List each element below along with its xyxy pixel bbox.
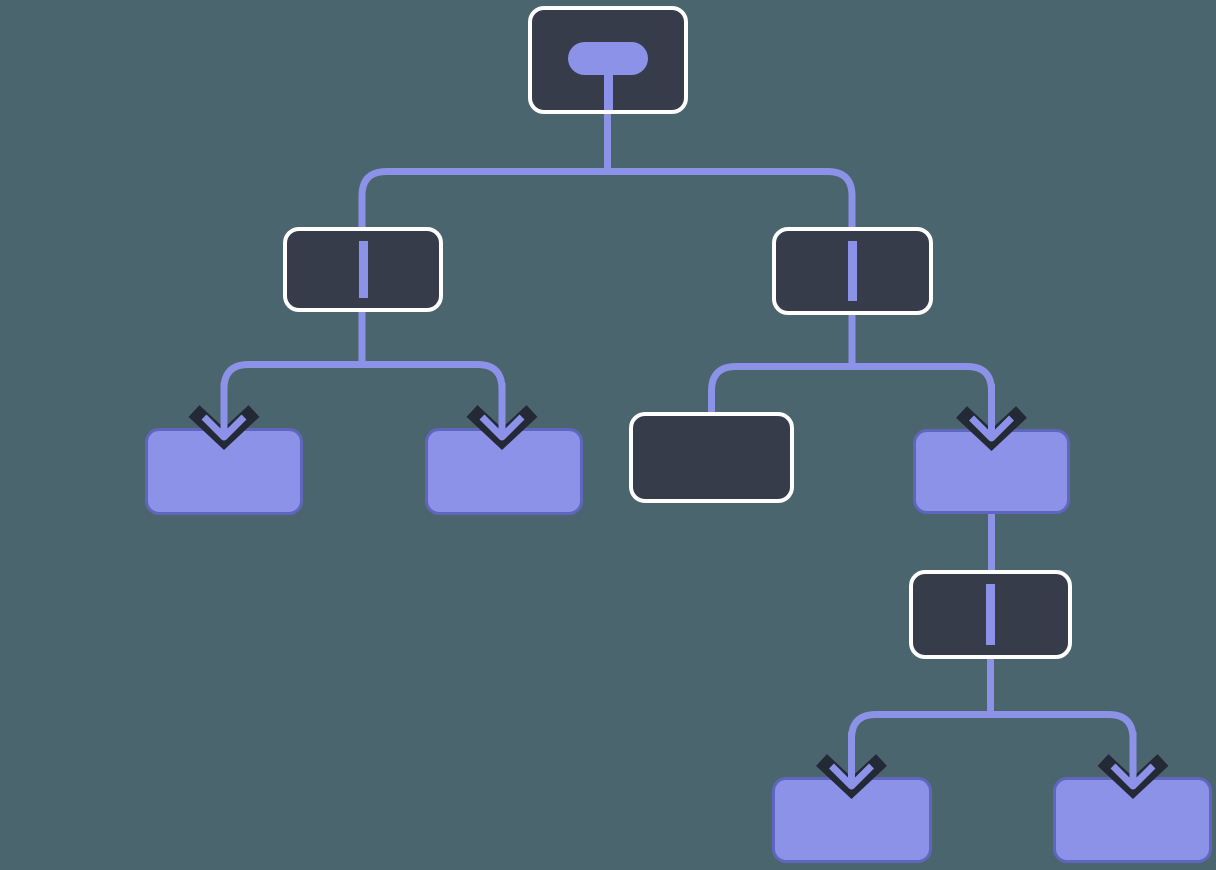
- tree-node-leaf-bottom-2: [1053, 777, 1212, 863]
- connector-root-to-branches: [358, 168, 856, 232]
- tree-node-branch-left: [283, 227, 443, 312]
- tree-node-branch-bottom: [909, 570, 1072, 659]
- pass-through-line-icon: [986, 584, 995, 645]
- commit-stem-icon: [603, 70, 613, 110]
- tree-node-branch-right: [772, 227, 933, 315]
- tree-node-leaf-left-2: [425, 428, 583, 515]
- connector-branch-right-tee: [708, 363, 995, 414]
- tree-node-leaf-bottom-1: [772, 777, 932, 863]
- tree-node-root: [528, 6, 688, 114]
- connector-branch-bottom-tee: [848, 711, 1137, 748]
- tree-node-leaf-right-dark: [629, 412, 794, 503]
- pass-through-line-icon: [848, 241, 857, 301]
- connector-branch-left-tee: [220, 361, 506, 402]
- tree-node-leaf-right-purple: [913, 429, 1070, 514]
- commit-pill-icon: [568, 42, 648, 75]
- pass-through-line-icon: [358, 241, 368, 298]
- tree-node-leaf-left-1: [145, 428, 303, 515]
